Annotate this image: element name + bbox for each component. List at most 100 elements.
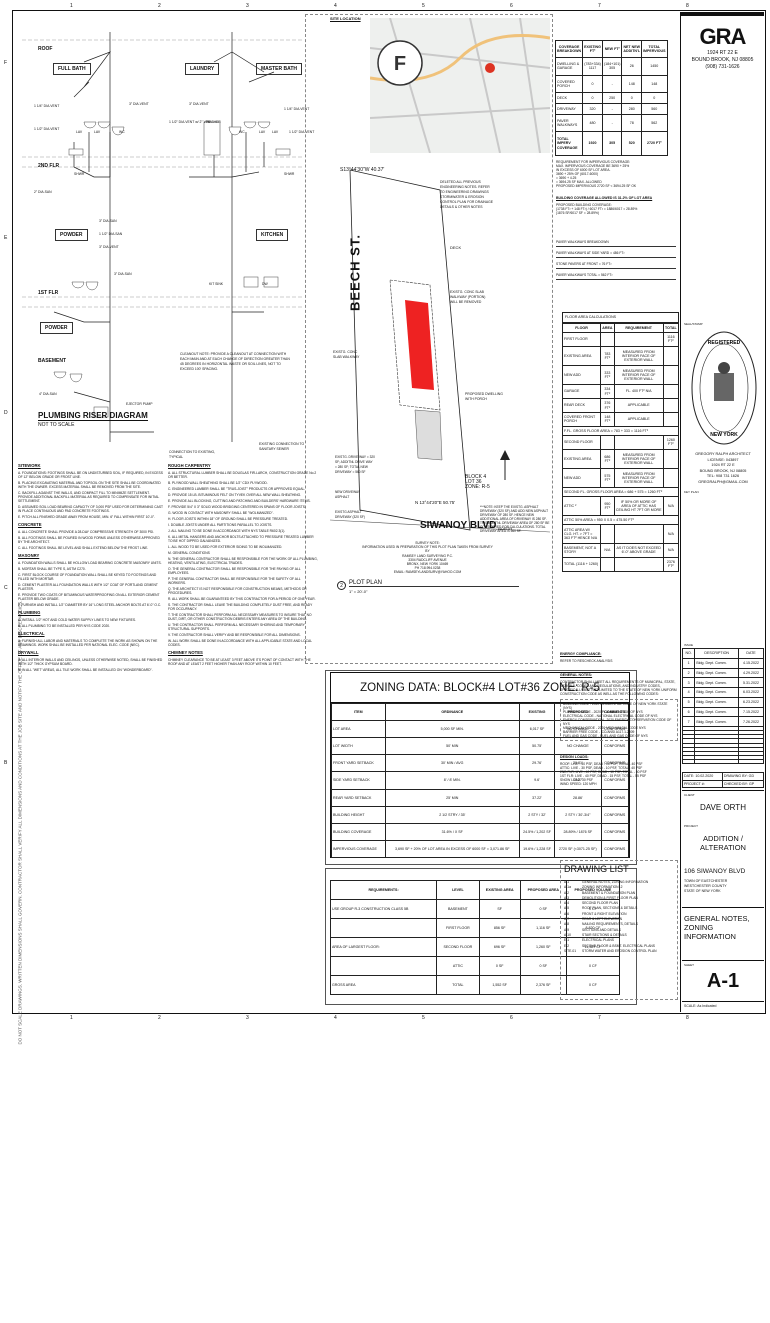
column-number: 1 — [70, 3, 73, 9]
table-cell: 333 FT² — [600, 364, 615, 386]
table-cell: MEASURED FROM INTERIOR FACE OF EXTERIOR … — [613, 364, 664, 386]
note-item: O. THE GENERAL CONTRACTOR SHALL BE RESPO… — [168, 567, 301, 575]
table-cell — [662, 364, 680, 386]
table-cell — [329, 956, 438, 976]
proposed-addition — [405, 300, 434, 390]
drawing-title: GENERAL NOTES, ZONING INFORMATION — [684, 914, 750, 941]
table-cell: FL. 400 FT² N/A — [613, 384, 664, 400]
table-cell: DWELLING & GARAGE — [554, 57, 584, 76]
architect-arch_addr1: 1924 RT 22 E — [711, 463, 735, 467]
header-cell: NEW FT² — [601, 39, 623, 59]
riser-label: LAV — [94, 130, 101, 134]
table-cell: SECOND FL. GROSS FLOOR AREA = 686 + 575 … — [562, 487, 679, 497]
room-laundry: LAUNDRY — [185, 63, 220, 75]
table-cell: 78 — [621, 113, 643, 133]
table-cell: CONFORMS — [600, 839, 630, 859]
general-text: CONTRACTOR SHALL MEET ALL REQUIREMENTS O… — [560, 680, 677, 696]
table-cell: 50' MIN — [384, 737, 520, 756]
table-cell: 30' MIN / AVG — [384, 754, 520, 773]
note-item: B. ALL FOOTINGS SHALL BE POURED IN WOOD … — [18, 536, 160, 544]
header-cell: TOTAL — [662, 323, 680, 333]
header-cell: EXISTING AREA — [478, 880, 521, 900]
table-cell: DRIVEWAY — [554, 102, 584, 115]
site-note-6: NEW DRIVEWAY ASPHALT — [335, 490, 360, 499]
coverage-notes: REQUIREMENT FOR IMPERVIOUS COVERAGE: MAX… — [556, 160, 637, 188]
table-cell: 0 SF — [478, 956, 521, 976]
general-heading: GENERAL NOTES: — [560, 673, 593, 677]
table-cell: COVERED FRONT PORCH — [561, 411, 602, 427]
table-row: ATTIC AREA W/ CLG. HT. > 7FT = 363 FT² H… — [561, 523, 680, 544]
architect-architect: GREGORY RALPH ARCHITECT — [695, 452, 751, 456]
note-item: C. BACKFILL AGAINST THE WALLS, AND COMPA… — [18, 491, 160, 503]
note-item: M. GENERAL CONDITIONS — [168, 551, 210, 555]
note-item: E. PROVIDE TWO COATS OF BITUMINOUS WATER… — [18, 593, 160, 601]
table-cell: APPLICABLE — [613, 398, 664, 413]
design-loads-text: ROOF: LIVE - 30 PSF, DEAD - 10 PSF, TOTA… — [560, 762, 647, 786]
table-cell: EXISTING AREA — [561, 448, 602, 469]
riser-label: 1 1/4" DIA.VENT — [34, 104, 60, 108]
column-number-bottom: 4 — [334, 1015, 337, 1021]
header-cell: REQUIREMENTS: — [329, 880, 438, 900]
issue-cell: 7 — [681, 716, 696, 728]
drawing-list-title: DRAWING LIST — [564, 864, 629, 874]
table-cell: MEASURED FROM INTERIOR FACE OF EXTERIOR … — [613, 467, 664, 489]
table-cell: 26 — [621, 57, 643, 76]
paver-note: PAVER WALKWAYS AT SIDE YARD = 486 FT² — [556, 249, 676, 258]
table-cell: N/A — [662, 495, 680, 516]
table-cell: NEW ADD — [561, 364, 602, 386]
column-number-bottom: 5 — [422, 1015, 425, 1021]
column-number-bottom: 3 — [246, 1015, 249, 1021]
table-cell: 950 FT² — [600, 495, 615, 516]
location-map: F — [370, 18, 550, 153]
table-cell — [662, 384, 680, 400]
table-cell: EXISTING AREA — [561, 345, 602, 366]
note-item: A. FURNISH ALL LABOR AND MATERIALS TO CO… — [18, 639, 158, 647]
table-cell: N/A — [662, 523, 680, 544]
table-cell — [613, 434, 664, 450]
table-cell: 856 SF — [478, 918, 521, 938]
notes-heading: PLUMBING — [18, 610, 41, 615]
table-cell: 1116 FT² — [662, 331, 680, 347]
issue-cell-empty — [681, 758, 696, 765]
notes-heading: ROUGH CARPENTRY — [168, 463, 211, 468]
column-number: 7 — [598, 3, 601, 9]
right-notes: ENERGY COMPLIANCE: REFER TO RESCHECK ANA… — [560, 652, 678, 788]
level-1st-floor: 1ST FLR — [38, 290, 59, 296]
riser-label: SHWR — [284, 172, 295, 176]
table-cell: 24.5% / 1,202 SF — [518, 822, 556, 841]
drawing-name: DEMOLITION & FIRST FLOOR PLAN — [582, 895, 638, 900]
site-note-0: DELETED ALL PREVIOUS ENGINEERING NOTES. … — [440, 180, 494, 209]
table-cell: 1,552 SF — [478, 975, 521, 995]
column-number: 5 — [422, 3, 425, 9]
sheet-number: A-1 — [706, 970, 740, 992]
header-cell: EXISTING — [518, 702, 556, 722]
table-cell: BUILDING COVERAGE — [331, 822, 386, 841]
notes-heading: CHIMNEY NOTES — [168, 650, 203, 655]
table-cell: FIRST FLOOR — [436, 918, 480, 938]
table-cell: 0 — [621, 91, 643, 104]
street-siwanoy: SIWANOY BLVD — [420, 520, 497, 531]
column-number: 8 — [686, 3, 689, 9]
sheet-label: SHEET — [684, 963, 695, 967]
table-cell: FRONT YARD SETBACK — [331, 754, 386, 773]
note-item: W. ALL WORK SHALL BE DONE IN ACCORDANCE … — [168, 639, 312, 647]
riser-label: 3" DIA.VENT — [129, 102, 149, 106]
drawing-number: A-6 — [564, 911, 570, 916]
table-cell: BUILDING HEIGHT — [331, 805, 386, 824]
issue-cell: 2 — [681, 667, 696, 679]
issue-cell: Bldg. Dept. Comm. — [694, 716, 740, 728]
issue-cell: Bldg. Dept. Comm. — [694, 677, 740, 689]
plot-plan-scale: 1" = 20'-0" — [349, 589, 368, 594]
drawing-number: E-1 — [564, 938, 570, 943]
lot-boundary — [349, 169, 471, 531]
